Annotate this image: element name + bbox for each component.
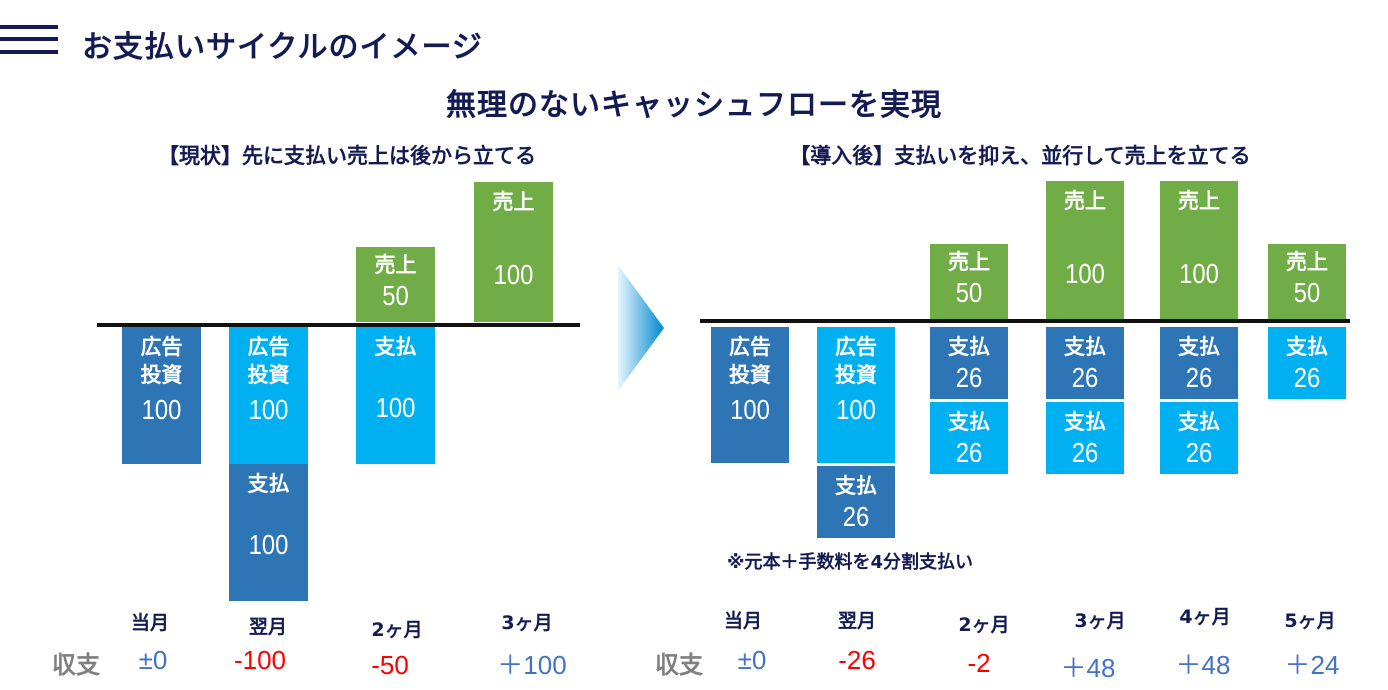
net-balance-value: -26 [838,645,876,675]
arrow-right-icon [618,265,664,391]
bar-value: 26 [1185,437,1213,468]
right-baseline [700,319,1350,323]
month-label: 3ヶ月 [501,612,553,634]
net-balance-value: ＋48 [1060,653,1116,683]
page-subtitle: 無理のないキャッシュフローを実現 [446,88,942,123]
right-net-label: 収支 [655,651,703,679]
sales-bar: 売上 50 [356,247,435,322]
bar-value: 50 [1293,277,1321,308]
bar-value: 26 [955,437,983,468]
payment-bar: 支払 26 [1160,327,1238,399]
payment-bar: 支払 26 [1160,402,1238,474]
payment-bar: 支払 26 [1268,327,1346,399]
bar-value: 100 [1065,258,1105,289]
bar-value: 26 [842,501,870,532]
month-label: 翌月 [837,610,876,632]
sales-bar: 売上 100 [1046,181,1124,319]
bar-value: 100 [836,394,876,425]
sales-bar: 売上 100 [474,182,553,322]
payment-bar: 支払 26 [1046,402,1124,474]
bar-value: 50 [955,277,983,308]
bar-value: 100 [375,392,416,423]
bar-value: 50 [382,280,409,311]
left-section-title: 【現状】先に支払い売上は後から立てる [158,144,536,168]
left-baseline [97,323,580,327]
bar-label: 支払 [1064,410,1106,434]
bar-label: 広告投資 [835,335,877,387]
month-label: 2ヶ月 [958,614,1010,636]
ad-investment-bar: 広告投資 100 [711,327,789,463]
bar-label: 広告投資 [729,335,771,387]
left-net-label: 収支 [52,651,100,679]
net-balance-value: ±0 [138,645,168,675]
bar-label: 支払 [948,335,990,359]
month-label: 当月 [130,612,169,634]
ad-investment-bar: 広告投資 100 [817,327,895,463]
bar-label: 支払 [1286,335,1328,359]
bar-label: 売上 [374,253,417,277]
net-balance-value: ±0 [737,645,767,675]
month-label: 2ヶ月 [371,619,423,641]
payment-bar: 支払 26 [930,327,1008,399]
bar-label: 広告投資 [140,335,183,387]
payment-bar: 支払 26 [1046,327,1124,399]
bar-label: 支払 [948,410,990,434]
page-title: お支払いサイクルのイメージ [82,30,483,65]
bar-label: 支払 [1178,335,1220,359]
bar-value: 26 [1071,437,1099,468]
month-label: 3ヶ月 [1074,610,1126,632]
bar-label: 支払 [374,335,417,359]
payment-bar: 支払 26 [930,402,1008,474]
bar-value: 100 [1179,258,1219,289]
bar-label: 売上 [1178,189,1220,213]
sales-bar: 売上 50 [1268,244,1346,319]
bar-label: 支払 [1178,410,1220,434]
bar-value: 100 [493,259,534,290]
bar-label: 支払 [1064,335,1106,359]
bar-value: 100 [248,394,289,425]
ad-investment-bar: 広告投資 100 [122,327,201,464]
bar-value: 100 [248,529,289,560]
payment-bar: 支払 100 [356,327,435,464]
payment-bar: 支払 100 [229,464,308,601]
net-balance-value: ＋100 [497,650,567,680]
net-balance-value: -50 [371,650,409,680]
bar-label: 売上 [948,250,990,274]
bar-value: 100 [141,394,182,425]
bar-label: 支払 [247,472,290,496]
month-label: 5ヶ月 [1284,610,1336,632]
bar-value: 26 [1071,362,1099,393]
net-balance-value: ＋48 [1175,650,1231,680]
sales-bar: 売上 100 [1160,181,1238,319]
right-section-title: 【導入後】支払いを抑え、並行して売上を立てる [789,144,1251,168]
net-balance-value: ＋24 [1284,650,1340,680]
month-label: 4ヶ月 [1179,606,1231,628]
month-label: 当月 [723,610,762,632]
net-balance-value: -100 [233,645,287,675]
bar-value: 26 [1185,362,1213,393]
bar-label: 売上 [1064,189,1106,213]
bar-label: 支払 [835,474,877,498]
bar-value: 100 [730,394,770,425]
sales-bar: 売上 50 [930,244,1008,319]
payment-bar: 支払 26 [817,466,895,538]
bar-label: 売上 [1286,250,1328,274]
bar-label: 売上 [492,190,535,214]
month-label: 翌月 [248,616,287,638]
bar-value: 26 [1293,362,1321,393]
footnote: ※元本＋手数料を4分割支払い [727,552,974,573]
bar-value: 26 [955,362,983,393]
ad-investment-bar: 広告投資 100 [229,327,308,464]
bar-label: 広告投資 [247,335,290,387]
net-balance-value: -2 [967,648,991,678]
